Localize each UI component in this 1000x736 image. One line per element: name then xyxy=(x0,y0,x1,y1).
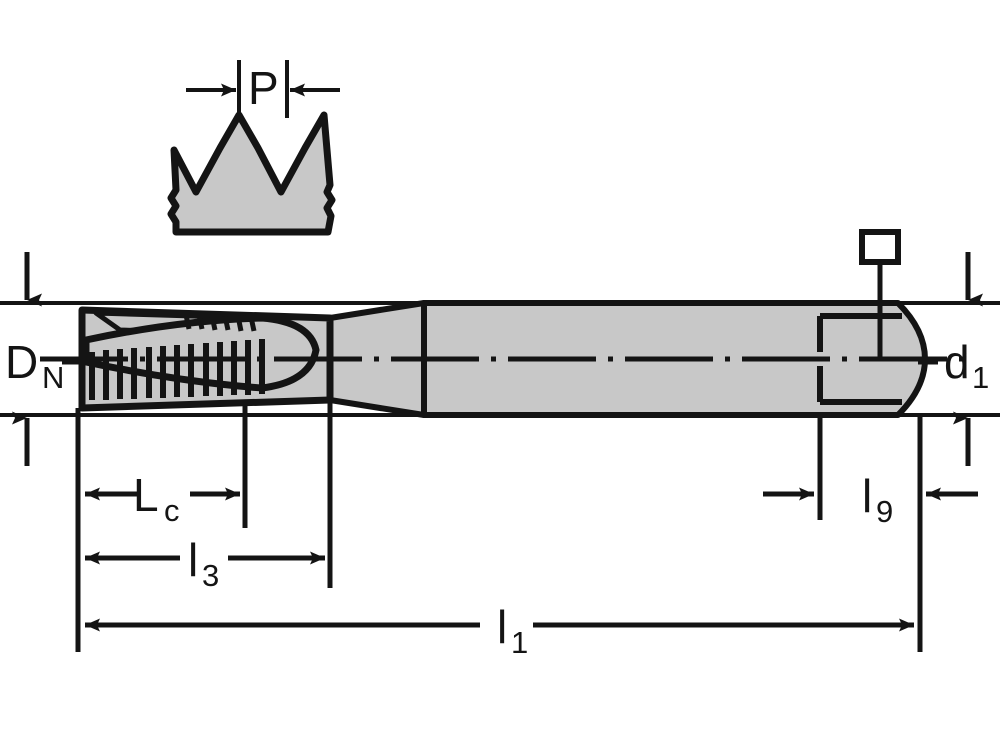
thread-profile-shape xyxy=(167,111,336,236)
l3-label: l xyxy=(188,534,198,586)
d1-label-subscript: 1 xyxy=(972,360,989,395)
tap-tool-body xyxy=(40,300,975,418)
l3-label-subscript: 3 xyxy=(202,558,219,593)
dimension-l1: l 1 xyxy=(85,601,914,660)
l9-label-subscript: 9 xyxy=(876,494,893,529)
l1-label-subscript: 1 xyxy=(511,625,528,660)
dimension-l3: l 3 xyxy=(85,534,325,593)
lc-label-subscript: c xyxy=(164,493,180,528)
dn-label-subscript: N xyxy=(42,360,64,395)
square-drive-symbol-group xyxy=(859,229,901,358)
dimension-dn: D N xyxy=(5,252,80,466)
thread-profile-detail: P xyxy=(167,60,340,236)
square-icon xyxy=(859,229,901,265)
d1-label: d xyxy=(944,336,970,388)
lc-label: L xyxy=(133,469,159,521)
l1-label: l xyxy=(497,601,507,653)
l9-label: l xyxy=(862,470,872,522)
pitch-dimension-label: P xyxy=(248,62,279,114)
dimension-d1: d 1 xyxy=(918,252,989,466)
dimension-l9: l 9 xyxy=(763,470,978,529)
thread-crest-marks-upper xyxy=(183,314,257,332)
dimension-lc: L c xyxy=(85,469,240,528)
dn-label: D xyxy=(5,336,38,388)
